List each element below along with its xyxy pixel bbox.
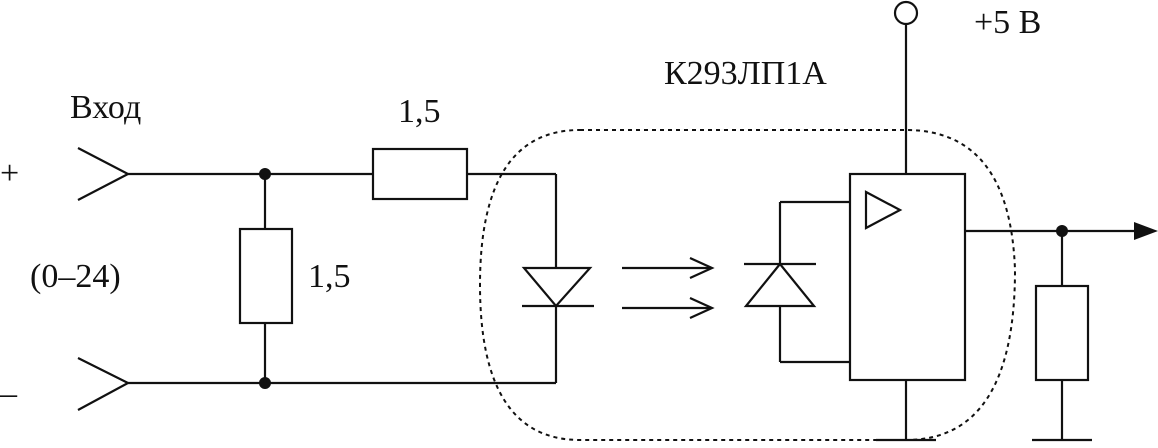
chip-name-label: К293ЛП1А: [664, 55, 827, 92]
input-range-label: (0–24): [30, 258, 121, 295]
minus-input-terminal: [77, 357, 131, 411]
supply-voltage-label: +5 В: [974, 4, 1041, 41]
shunt-resistor: [238, 227, 294, 325]
buffer-triangle-symbol: [864, 190, 903, 230]
input-label: Вход: [70, 89, 141, 126]
output-arrow-icon: [1134, 222, 1158, 240]
led-triangle: [521, 266, 593, 308]
supply-terminal-circle: [893, 0, 919, 26]
shunt-resistor-value-label: 1,5: [308, 258, 351, 295]
plus-input-terminal: [77, 147, 131, 201]
series-resistor: [371, 147, 469, 201]
light-arrow-lower-head: [689, 296, 715, 320]
light-arrow-upper-head: [689, 256, 715, 280]
photodiode-triangle: [743, 262, 817, 308]
series-resistor-value-label: 1,5: [398, 93, 441, 130]
optocoupler-enclosure: [478, 129, 1017, 441]
load-resistor: [1034, 284, 1090, 382]
plus-terminal-label: +: [0, 155, 19, 192]
minus-terminal-label: –: [0, 375, 18, 412]
